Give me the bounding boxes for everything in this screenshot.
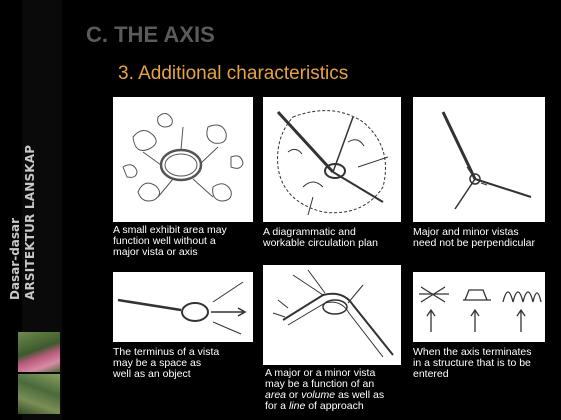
caption-line: entered <box>413 369 531 380</box>
sketch-area-volume <box>263 265 401 365</box>
caption-line: major vista or axis <box>113 247 227 258</box>
garden-photo-2 <box>18 374 60 414</box>
caption-line: well as an object <box>113 369 219 380</box>
course-label-line2: ARSITEKTUR LANSKAP <box>23 145 38 300</box>
sidebar: Dasar-dasar ARSITEKTUR LANSKAP <box>0 0 62 420</box>
course-label: Dasar-dasar ARSITEKTUR LANSKAP <box>8 145 38 300</box>
caption-area-volume: A major or a minor vista may be a functi… <box>265 368 384 412</box>
caption-structure: When the axis terminates in a structure … <box>413 347 531 380</box>
caption-line: need not be perpendicular <box>413 238 535 249</box>
sketch-vistas <box>413 97 545 222</box>
garden-photo-1 <box>18 332 60 372</box>
course-label-line1: Dasar-dasar <box>8 145 23 300</box>
sketch-structure <box>413 272 545 342</box>
caption-exhibit-area: A small exhibit area may function well w… <box>113 225 227 258</box>
caption-vistas: Major and minor vistas need not be perpe… <box>413 227 535 249</box>
caption-terminus: The terminus of a vista may be a space a… <box>113 347 219 380</box>
slide-subtitle: 3. Additional characteristics <box>118 63 348 85</box>
sketch-exhibit-area <box>113 97 253 222</box>
caption-line: for a line of approach <box>265 401 384 412</box>
sketch-terminus <box>113 272 253 342</box>
caption-em: line <box>289 400 305 412</box>
caption-circulation-plan: A diagrammatic and workable circulation … <box>263 227 378 249</box>
sketch-circulation-plan <box>263 97 401 222</box>
caption-text: of approach <box>305 400 363 412</box>
caption-text: for a <box>265 400 289 412</box>
caption-line: workable circulation plan <box>263 238 378 249</box>
slide-title: C. THE AXIS <box>86 22 215 48</box>
